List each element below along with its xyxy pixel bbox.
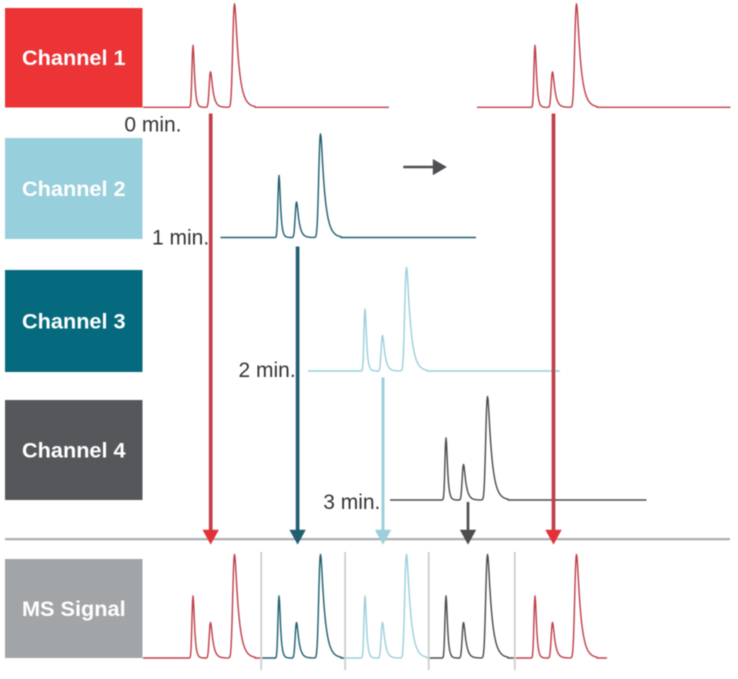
svg-text:Channel 1: Channel 1: [22, 45, 126, 70]
svg-text:1 min.: 1 min.: [152, 227, 209, 250]
svg-text:Channel 2: Channel 2: [22, 176, 126, 201]
svg-text:2 min.: 2 min.: [239, 359, 296, 382]
svg-text:Channel 3: Channel 3: [22, 309, 126, 334]
svg-text:Channel 4: Channel 4: [22, 438, 126, 463]
svg-text:MS Signal: MS Signal: [22, 596, 126, 621]
svg-text:3 min.: 3 min.: [323, 491, 380, 514]
svg-text:0 min.: 0 min.: [124, 113, 181, 136]
